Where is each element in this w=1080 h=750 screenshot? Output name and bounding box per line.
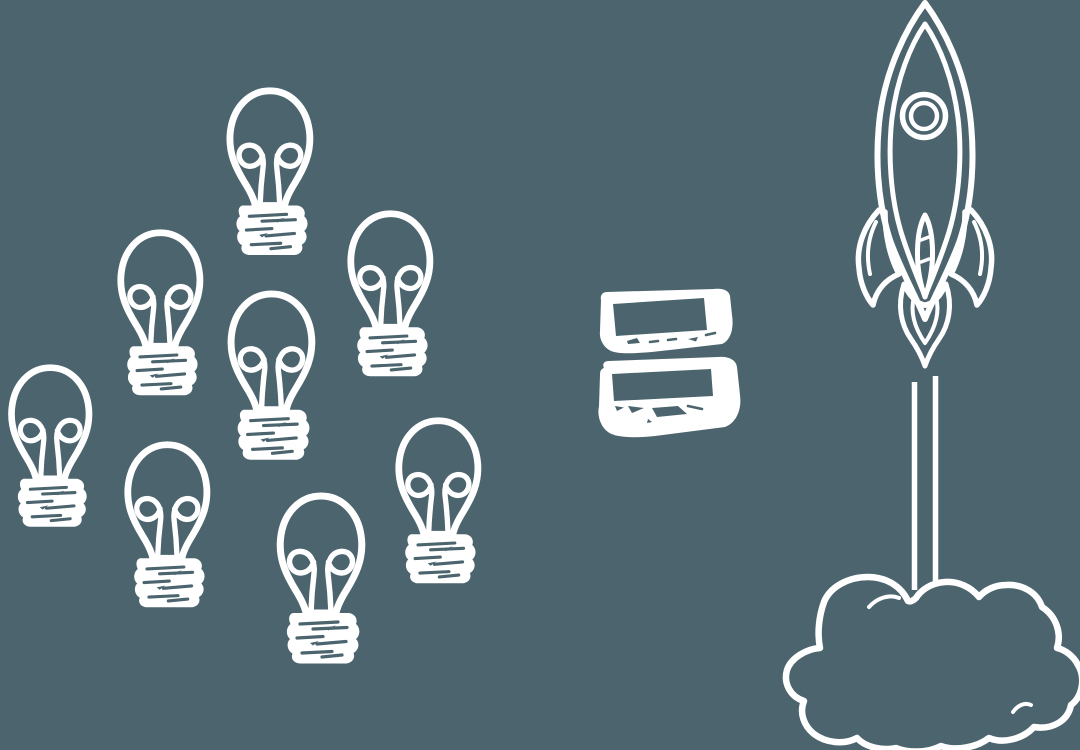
rocket-icon [855,0,995,322]
left-fin [855,207,902,308]
right-fin [948,207,995,308]
exhaust-trail [911,376,939,590]
left-fin-inner-line [866,220,878,276]
equals-icon [598,288,741,438]
rocket-flame [898,281,952,369]
smoke-cloud-icon [782,573,1080,750]
equals-top-bar-scribbles [627,331,717,344]
cloud-outline [782,573,1080,750]
right-fin-inner-line [972,220,984,276]
cloud-detail-arc-right [1011,701,1033,714]
cloud-detail-arc-left [867,594,901,609]
flame-inner [910,295,940,345]
porthole-inner-ring [908,100,940,132]
porthole-outer-ring [899,91,949,141]
equals-bottom-bar-scribbles [615,404,704,423]
equals-bottom-bar [598,356,741,438]
rocket-launch-group [782,0,1080,750]
engine-pod [915,212,935,300]
engine-pod-marks [919,235,931,264]
rocket-body-outline [874,0,976,322]
equals-top-bar [599,288,733,354]
